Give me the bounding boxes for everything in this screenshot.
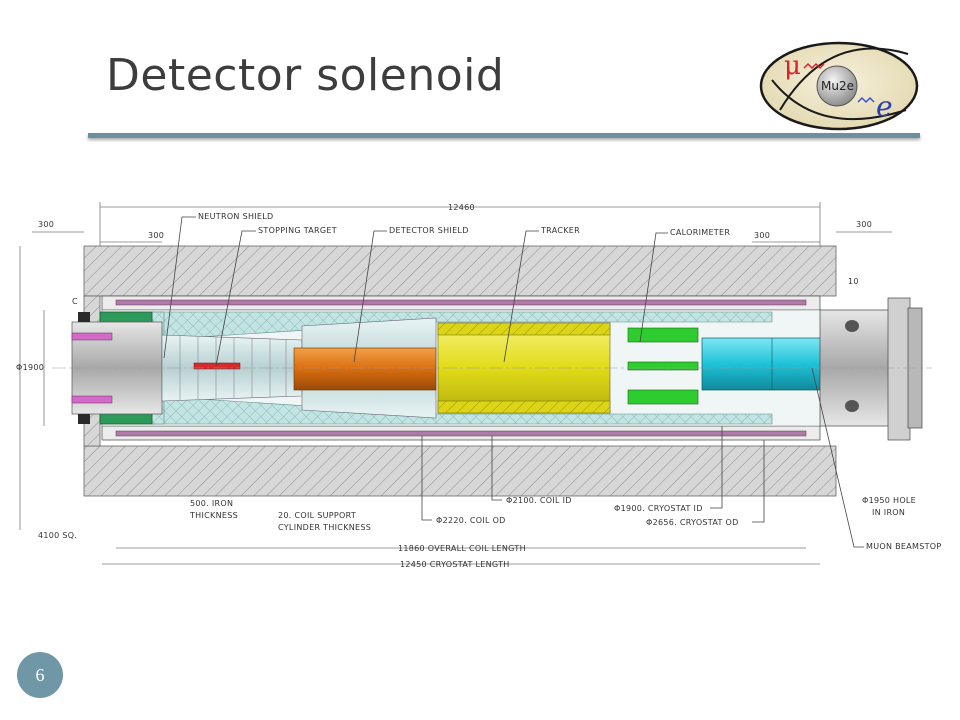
svg-text:STOPPING TARGET: STOPPING TARGET bbox=[258, 226, 337, 235]
svg-text:NEUTRON SHIELD: NEUTRON SHIELD bbox=[198, 212, 274, 221]
svg-text:MUON BEAMSTOP: MUON BEAMSTOP bbox=[866, 542, 942, 551]
detector-shield bbox=[293, 347, 437, 391]
svg-text:11860 OVERALL COIL LENGTH: 11860 OVERALL COIL LENGTH bbox=[398, 544, 526, 553]
svg-text:DETECTOR SHIELD: DETECTOR SHIELD bbox=[389, 226, 469, 235]
svg-text:Φ1900: Φ1900 bbox=[16, 363, 44, 372]
svg-text:CALORIMETER: CALORIMETER bbox=[670, 228, 730, 237]
svg-text:THICKNESS: THICKNESS bbox=[189, 511, 238, 520]
svg-text:300: 300 bbox=[856, 220, 872, 229]
page-title: Detector solenoid bbox=[106, 50, 505, 101]
page-number-badge: 6 bbox=[17, 652, 63, 698]
calorimeter-disk-1 bbox=[627, 327, 699, 343]
svg-text:12460: 12460 bbox=[448, 203, 475, 212]
svg-text:300: 300 bbox=[148, 231, 164, 240]
svg-text:10: 10 bbox=[848, 277, 859, 286]
svg-text:Φ2220. COIL OD: Φ2220. COIL OD bbox=[436, 516, 506, 525]
svg-text:Mu2e: Mu2e bbox=[821, 79, 854, 93]
stopping-target bbox=[193, 362, 241, 370]
svg-text:Φ1950 HOLE: Φ1950 HOLE bbox=[862, 496, 916, 505]
title-divider bbox=[88, 133, 920, 138]
svg-text:μ: μ bbox=[784, 51, 801, 81]
svg-text:C: C bbox=[72, 297, 78, 306]
svg-text:500. IRON: 500. IRON bbox=[190, 499, 233, 508]
svg-text:TRACKER: TRACKER bbox=[540, 226, 580, 235]
calorimeter-disk-2 bbox=[627, 361, 699, 371]
svg-text:IN IRON: IN IRON bbox=[872, 508, 905, 517]
svg-text:e: e bbox=[876, 90, 893, 123]
svg-text:Φ2100. COIL ID: Φ2100. COIL ID bbox=[506, 496, 572, 505]
mu2e-logo-icon: μ Mu2e e bbox=[759, 41, 919, 131]
coil-bottom bbox=[115, 430, 807, 437]
svg-text:4100 SQ.: 4100 SQ. bbox=[38, 531, 77, 540]
detector-solenoid-diagram: 12460 300 300 300 300 10 Φ1900 4100 SQ. … bbox=[16, 202, 942, 569]
iron-yoke-bottom bbox=[83, 445, 837, 497]
iron-yoke-top bbox=[83, 245, 837, 297]
svg-text:300: 300 bbox=[754, 231, 770, 240]
svg-text:12450 CRYOSTAT LENGTH: 12450 CRYOSTAT LENGTH bbox=[400, 560, 510, 569]
calorimeter-disk-3 bbox=[627, 389, 699, 405]
svg-text:Φ1900. CRYOSTAT ID: Φ1900. CRYOSTAT ID bbox=[614, 504, 703, 513]
svg-text:Φ2656. CRYOSTAT OD: Φ2656. CRYOSTAT OD bbox=[646, 518, 739, 527]
svg-text:20. COIL SUPPORT: 20. COIL SUPPORT bbox=[278, 511, 356, 520]
coil-top bbox=[115, 299, 807, 306]
svg-text:CYLINDER THICKNESS: CYLINDER THICKNESS bbox=[278, 523, 371, 532]
svg-text:300: 300 bbox=[38, 220, 54, 229]
